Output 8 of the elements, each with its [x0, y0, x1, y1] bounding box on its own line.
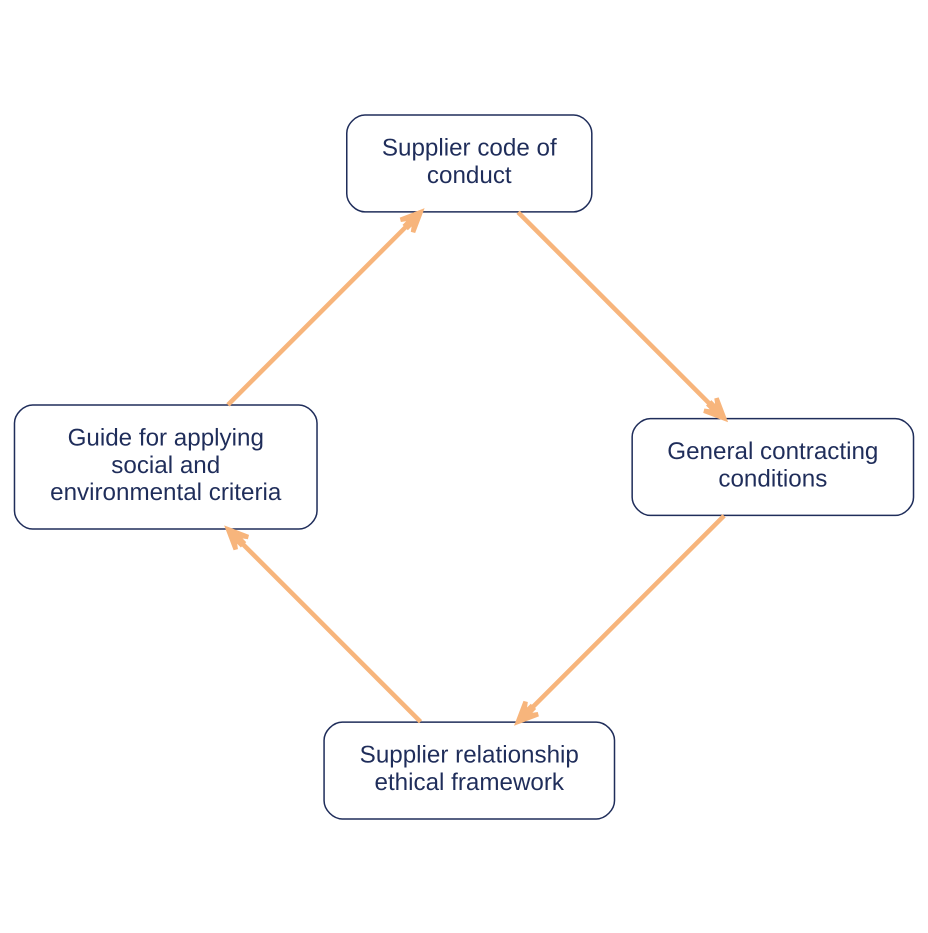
arrow — [226, 526, 422, 723]
node-box: Supplier code of conduct — [346, 114, 593, 212]
arrow — [226, 209, 423, 406]
node-box: Guide for applying social and environmental criteria — [14, 404, 318, 530]
node-box: General contracting conditions — [631, 417, 914, 516]
arrow — [516, 210, 726, 420]
arrow — [516, 514, 726, 724]
node-box: Supplier relationship ethical framework — [323, 720, 616, 820]
